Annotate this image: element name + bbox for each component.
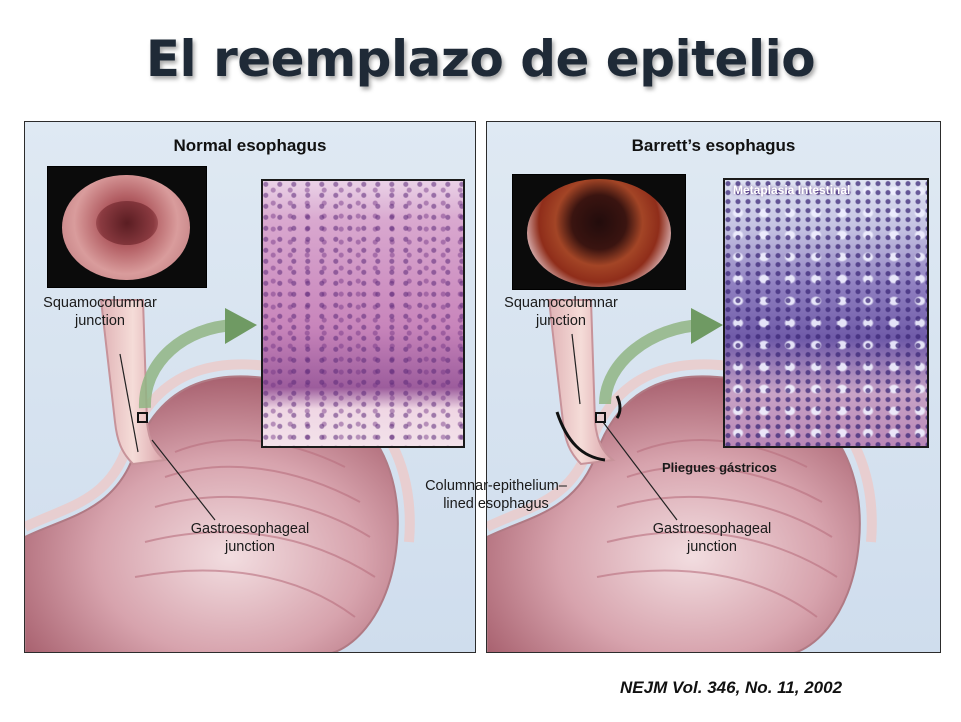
slide-title: El reemplazo de epitelio xyxy=(145,30,816,88)
citation: NEJM Vol. 346, No. 11, 2002 xyxy=(620,678,843,697)
columnar-epithelium-lined-esophagus-label: Columnar-epithelium– lined esophagus xyxy=(425,478,567,513)
normal-esophagus-panel: Normal esophagus Squamocolumnar junction… xyxy=(24,121,476,653)
metaplasia-intestinal-label: Metaplasia Intestinal xyxy=(733,183,851,197)
squamocolumnar-junction-label-left: Squamocolumnar junction xyxy=(43,295,157,330)
normal-histology-image xyxy=(261,179,465,448)
barretts-esophagus-panel: Barrett’s esophagus Metaplasia Intestina… xyxy=(486,121,941,653)
barretts-endoscopy-image xyxy=(512,174,686,290)
metaplasia-histology-image: Metaplasia Intestinal xyxy=(723,178,929,448)
gastroesophageal-junction-label-right: Gastroesophageal junction xyxy=(652,521,772,556)
squamocolumnar-junction-label-right: Squamocolumnar junction xyxy=(504,295,618,330)
normal-esophagus-title: Normal esophagus xyxy=(173,136,327,155)
barretts-esophagus-title: Barrett’s esophagus xyxy=(631,136,796,155)
pliegues-gastricos-label: Pliegues gástricos xyxy=(662,460,777,475)
gastroesophageal-junction-label-left: Gastroesophageal junction xyxy=(190,521,310,556)
normal-endoscopy-image xyxy=(47,166,207,288)
